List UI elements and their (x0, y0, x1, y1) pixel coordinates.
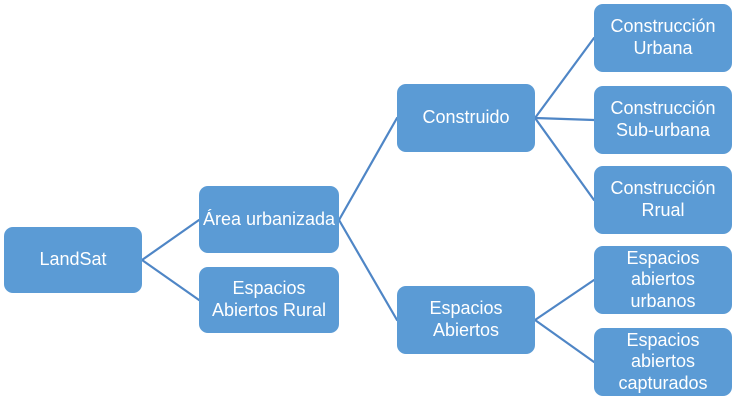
node-espacios-abiertos: Espacios Abiertos (397, 286, 535, 354)
connector-construido-construccion-sub-urbana (533, 116, 596, 122)
connector-area-urbanizada-construido (337, 116, 399, 222)
connector-area-urbanizada-espacios-abiertos (337, 218, 399, 322)
connector-espacios-abiertos-capturados (533, 318, 596, 364)
node-espacios-abiertos-rural: Espacios Abiertos Rural (199, 267, 339, 333)
connector-landsat-area-urbanizada (140, 218, 201, 262)
node-espacios-abiertos-capturados: Espacios abiertos capturados (594, 328, 732, 396)
node-construccion-sub-urbana: Construcción Sub-urbana (594, 86, 732, 154)
connector-construido-construccion-urbana (533, 36, 596, 120)
connector-espacios-abiertos-urbanos (533, 278, 596, 322)
node-area-urbanizada: Área urbanizada (199, 186, 339, 253)
node-construido: Construido (397, 84, 535, 152)
connector-landsat-espacios-abiertos-rural (140, 258, 201, 302)
node-construccion-rrual: Construcción Rrual (594, 166, 732, 234)
node-landsat: LandSat (4, 227, 142, 293)
connector-construido-construccion-rrual (533, 116, 596, 202)
node-construccion-urbana: Construcción Urbana (594, 4, 732, 72)
node-espacios-abiertos-urbanos: Espacios abiertos urbanos (594, 246, 732, 314)
